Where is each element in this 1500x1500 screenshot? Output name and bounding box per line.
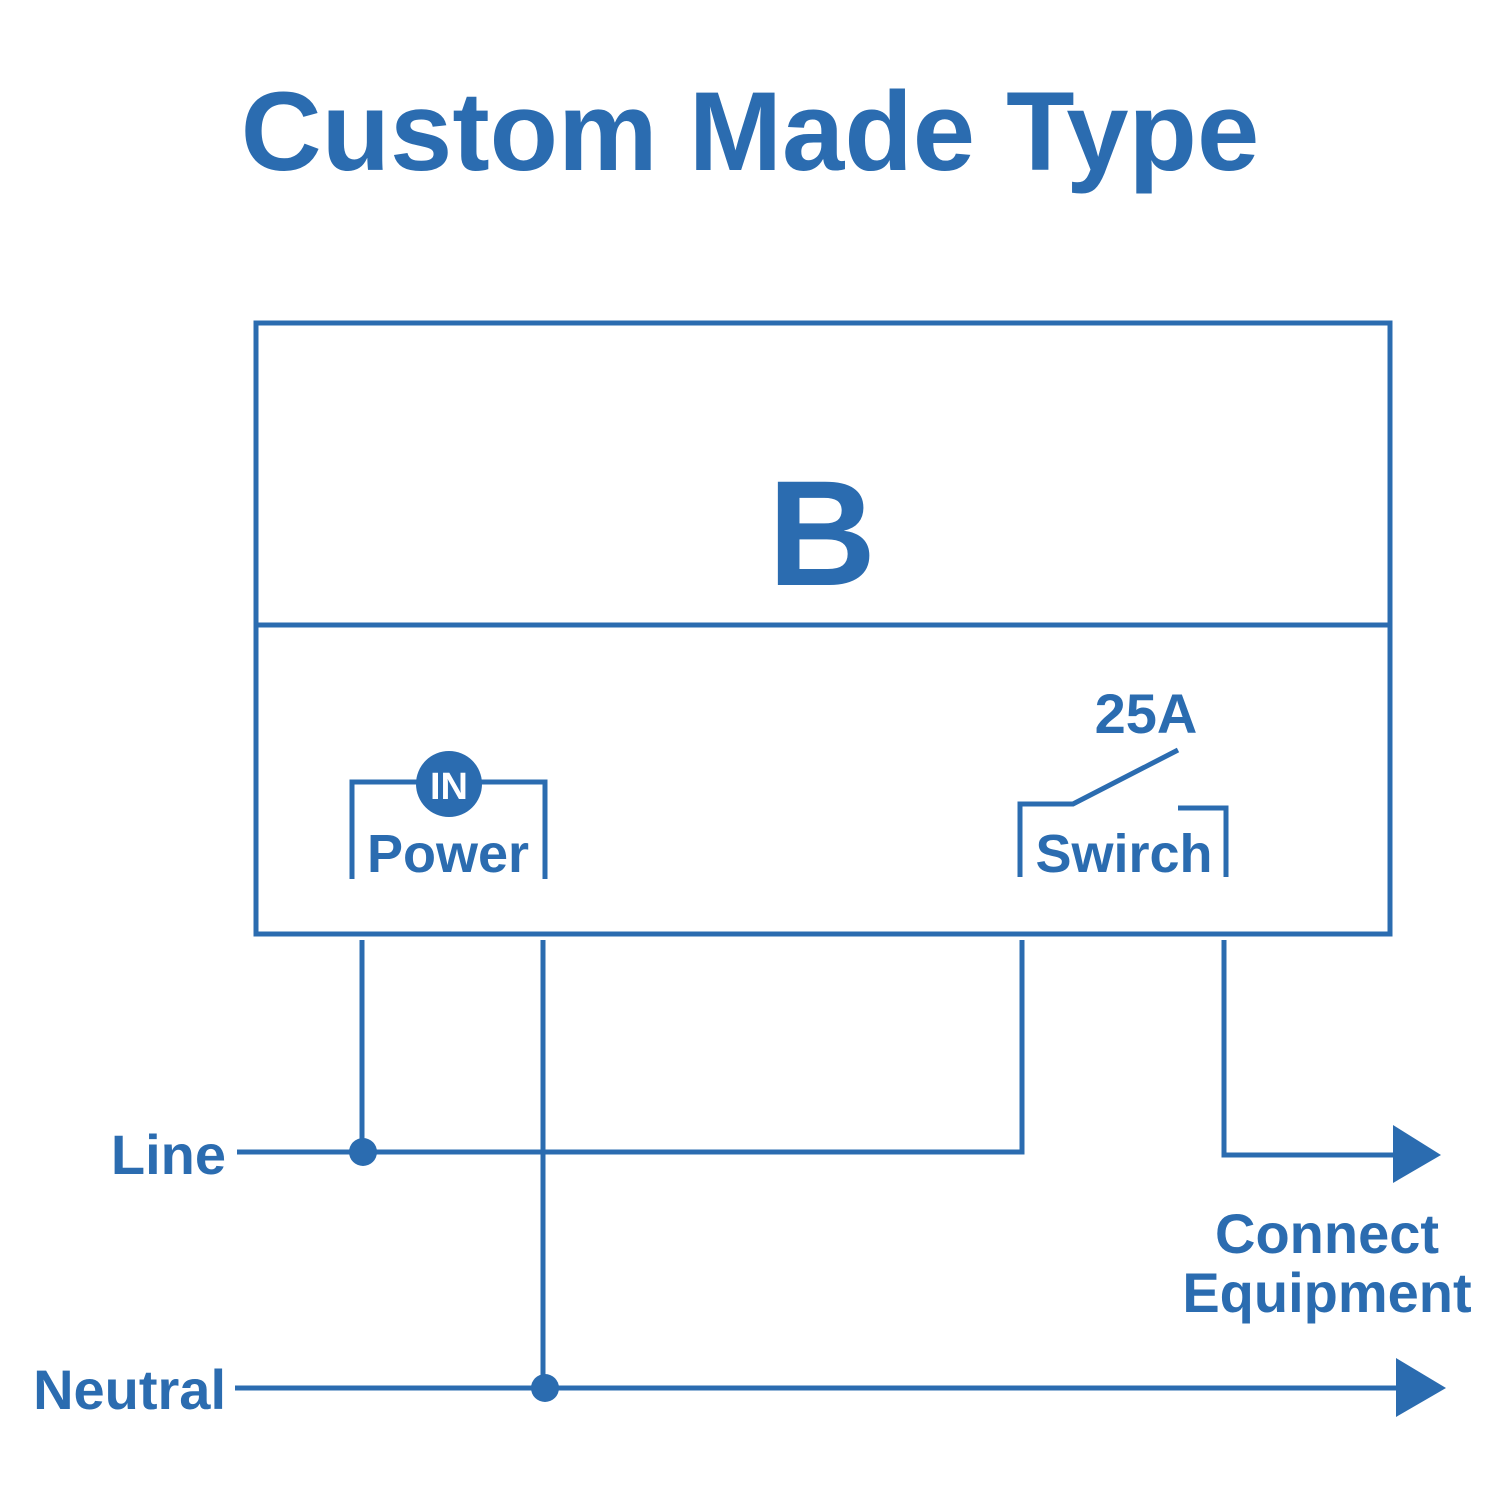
switch-rating: 25A	[1095, 682, 1198, 745]
diagram-title: Custom Made Type	[241, 69, 1260, 194]
power-in-badge	[416, 751, 482, 817]
module-label: B	[768, 449, 876, 617]
output-label-line2: Equipment	[1182, 1261, 1471, 1324]
module-box	[253, 320, 1393, 937]
power-label: Power	[367, 824, 529, 884]
power-terminal-bracket	[349, 779, 548, 879]
power-in-badge-text: IN	[430, 766, 468, 808]
switch-terminal-right	[1178, 805, 1229, 877]
neutral-label: Neutral	[33, 1358, 226, 1421]
switch-label: Swirch	[1035, 824, 1212, 884]
switch-output-wire	[1221, 940, 1395, 1158]
neutral-junction-dot	[531, 1374, 559, 1402]
line-junction-dot	[349, 1138, 377, 1166]
switch-terminal-left	[1017, 747, 1180, 877]
line-label: Line	[111, 1123, 226, 1186]
switch-input-wire	[237, 940, 1025, 1155]
output-label-line1: Connect	[1215, 1202, 1439, 1265]
output-arrow-bottom	[1396, 1358, 1446, 1417]
output-arrow-top	[1393, 1125, 1441, 1183]
